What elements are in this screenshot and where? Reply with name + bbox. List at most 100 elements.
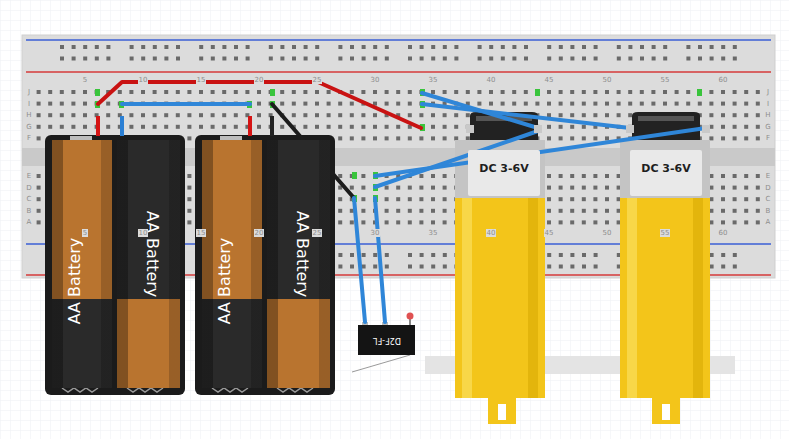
breadboard-hole <box>570 209 574 213</box>
breadboard-hole <box>593 186 597 190</box>
breadboard-hole <box>710 57 714 61</box>
breadboard-hole <box>187 220 191 224</box>
breadboard-hole <box>605 220 609 224</box>
breadboard-hole <box>547 125 551 129</box>
breadboard-hole <box>396 220 400 224</box>
breadboard-hole <box>570 90 574 94</box>
breadboard-hole <box>60 113 64 117</box>
breadboard-hole <box>559 102 563 106</box>
breadboard-hole <box>559 174 563 178</box>
breadboard-hole <box>675 90 679 94</box>
breadboard-hole <box>373 113 377 117</box>
battery-cell: AA Battery <box>52 140 112 388</box>
breadboard-hole <box>431 174 435 178</box>
breadboard-hole <box>733 174 737 178</box>
battery-label: AA Battery <box>294 211 310 298</box>
breadboard-hole <box>594 265 598 269</box>
breadboard-hole <box>570 197 574 201</box>
breadboard-hole <box>37 102 41 106</box>
breadboard-hole <box>257 102 261 106</box>
breadboard-hole <box>187 113 191 117</box>
breadboard-hole <box>431 265 435 269</box>
row-letter: I <box>27 100 31 108</box>
breadboard-hole <box>373 265 377 269</box>
column-number: 10 <box>138 76 149 84</box>
breadboard-hole <box>524 57 528 61</box>
breadboard-hole <box>373 253 377 257</box>
breadboard-hole <box>582 57 586 61</box>
breadboard-hole <box>350 90 354 94</box>
breadboard-hole <box>257 125 261 129</box>
breadboard-hole <box>443 174 447 178</box>
breadboard-hole <box>431 253 435 257</box>
breadboard-hole <box>512 90 516 94</box>
breadboard-hole <box>37 90 41 94</box>
breadboard-hole <box>663 90 667 94</box>
breadboard-hole <box>164 113 168 117</box>
breadboard-hole <box>361 220 365 224</box>
breadboard-hole <box>559 253 563 257</box>
breadboard-hole <box>512 45 516 49</box>
breadboard-hole <box>675 102 679 106</box>
breadboard-hole <box>698 45 702 49</box>
breadboard-hole <box>129 113 133 117</box>
breadboard-hole <box>651 102 655 106</box>
row-letter: G <box>25 123 32 131</box>
breadboard-hole <box>733 125 737 129</box>
battery-cell: AA Battery <box>202 140 262 388</box>
breadboard-hole <box>48 113 52 117</box>
breadboard-hole <box>83 90 87 94</box>
breadboard-hole <box>338 174 342 178</box>
breadboard-hole <box>350 253 354 257</box>
breadboard-hole <box>362 45 366 49</box>
row-letter: C <box>765 195 772 203</box>
breadboard-hole <box>350 113 354 117</box>
breadboard-hole <box>547 220 551 224</box>
breadboard-hole <box>315 125 319 129</box>
breadboard-hole <box>721 90 725 94</box>
breadboard-hole <box>733 209 737 213</box>
breadboard-hole <box>338 125 342 129</box>
breadboard-hole <box>315 57 319 61</box>
breadboard-hole <box>698 102 702 106</box>
breadboard-hole <box>37 197 41 201</box>
breadboard-hole <box>443 265 447 269</box>
column-number: 20 <box>254 229 265 237</box>
row-letter: J <box>766 88 770 96</box>
row-letter: F <box>26 134 32 142</box>
breadboard-hole <box>582 265 586 269</box>
breadboard-hole <box>361 136 365 140</box>
breadboard-hole <box>559 136 563 140</box>
breadboard-hole <box>756 113 760 117</box>
breadboard-hole <box>304 57 308 61</box>
breadboard-hole <box>547 265 551 269</box>
row-letter: G <box>764 123 771 131</box>
breadboard-hole <box>280 102 284 106</box>
battery-cell: AA Battery <box>267 140 330 388</box>
breadboard-hole <box>141 45 145 49</box>
breadboard-hole <box>443 136 447 140</box>
breadboard-hole <box>756 174 760 178</box>
breadboard-hole <box>617 113 621 117</box>
breadboard-hole <box>396 209 400 213</box>
breadboard-hole <box>559 113 563 117</box>
breadboard-hole <box>222 125 226 129</box>
breadboard-hole <box>338 136 342 140</box>
breadboard-hole <box>361 174 365 178</box>
breadboard-hole <box>477 90 481 94</box>
breadboard-hole <box>640 102 644 106</box>
breadboard-hole <box>547 253 551 257</box>
breadboard-hole <box>721 125 725 129</box>
column-number: 5 <box>82 76 88 84</box>
breadboard-hole <box>570 125 574 129</box>
breadboard-hole <box>408 113 412 117</box>
breadboard-hole <box>721 136 725 140</box>
breadboard-hole <box>652 57 656 61</box>
breadboard-hole <box>350 102 354 106</box>
breadboard-hole <box>408 136 412 140</box>
breadboard-hole <box>234 57 238 61</box>
breadboard-hole <box>454 136 458 140</box>
breadboard-hole <box>570 136 574 140</box>
breadboard-hole <box>733 253 737 257</box>
breadboard-hole <box>443 57 447 61</box>
